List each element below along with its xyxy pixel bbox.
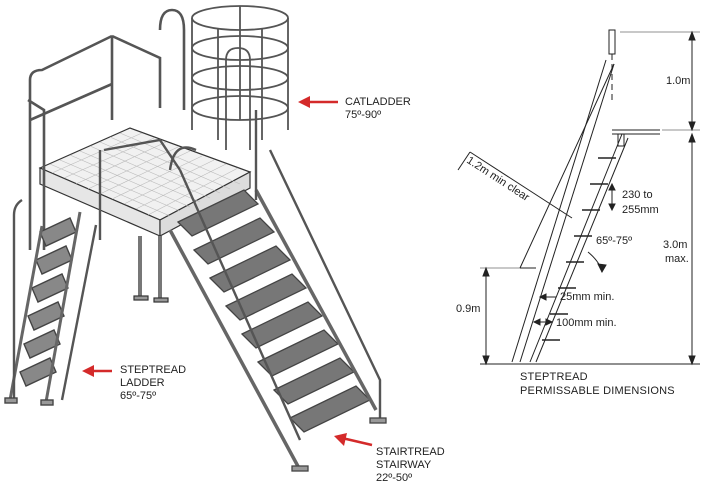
dim-total-height-1: 3.0m xyxy=(663,239,687,251)
catladder-angle: 75º-90º xyxy=(345,109,382,121)
steptread-ladder-name-1: STEPTREAD xyxy=(120,364,187,376)
dim-toe-clear: 25mm min. xyxy=(560,291,614,303)
catladder-arrowhead xyxy=(298,96,310,108)
dim-rung-spacing-1: 230 to xyxy=(622,189,653,201)
dim-tread-depth: 100mm min. xyxy=(556,317,617,329)
platform-illustration xyxy=(4,5,387,472)
dim-total-height-2: max. xyxy=(665,253,689,265)
label-arrows xyxy=(82,96,373,447)
caption-line2: PERMISSABLE DIMENSIONS xyxy=(520,385,675,397)
catladder-name: CATLADDER xyxy=(345,96,411,108)
platform-guardrail xyxy=(27,8,186,250)
stairtread-stairway-name-1: STAIRTREAD xyxy=(376,446,445,458)
catladder-cage xyxy=(191,5,289,150)
steptread-ladder-name-2: LADDER xyxy=(120,377,165,389)
dim-rung-spacing-2: 255mm xyxy=(622,204,659,216)
dim-angle: 65º-75º xyxy=(596,235,632,247)
stairtread-arrow xyxy=(341,436,373,447)
steptread-ladder xyxy=(4,150,102,406)
steptread-arrowhead xyxy=(82,365,94,377)
stairtread-stairway-label: STAIRTREAD STAIRWAY 22º-50º xyxy=(376,446,445,485)
dim-rail-height: 0.9m xyxy=(456,303,480,315)
stairtread-stairway-name-2: STAIRWAY xyxy=(376,459,432,471)
catladder-label: CATLADDER 75º-90º xyxy=(345,96,411,122)
stairtread-stairway-angle: 22º-50º xyxy=(376,472,413,484)
steptread-ladder-angle: 65º-75º xyxy=(120,390,157,402)
dim-clearance: 1.2m min clear xyxy=(464,154,531,204)
steptread-ladder-label: STEPTREAD LADDER 65º-75º xyxy=(120,364,186,403)
stairtread-arrowhead xyxy=(334,433,347,446)
stairtread-stairway xyxy=(103,110,387,472)
dimension-drawing xyxy=(457,29,700,366)
caption-line1: STEPTREAD xyxy=(520,371,588,383)
dim-top-height: 1.0m xyxy=(666,75,690,87)
